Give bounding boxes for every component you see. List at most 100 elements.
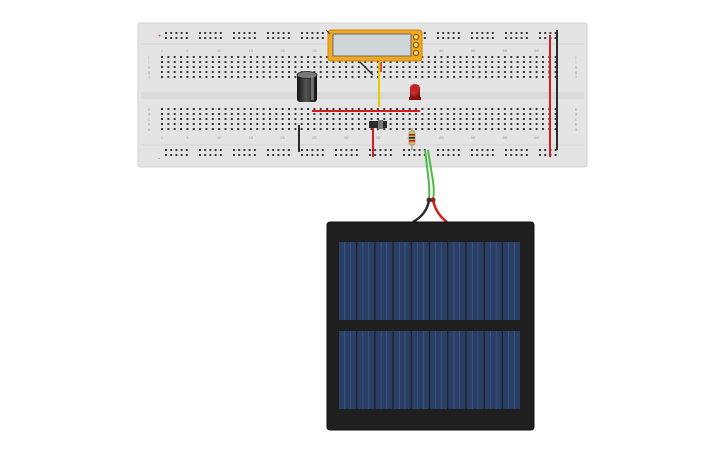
breadboard-hole[interactable] xyxy=(446,118,449,120)
breadboard-hole[interactable] xyxy=(370,108,373,110)
breadboard-hole[interactable] xyxy=(294,118,297,120)
breadboard-hole[interactable] xyxy=(205,71,208,73)
breadboard-hole[interactable] xyxy=(554,76,557,78)
breadboard-hole[interactable] xyxy=(415,113,417,115)
breadboard-hole[interactable] xyxy=(294,56,297,58)
rail-hole[interactable] xyxy=(539,149,541,151)
breadboard-hole[interactable] xyxy=(484,123,487,125)
breadboard-hole[interactable] xyxy=(415,76,417,78)
breadboard-hole[interactable] xyxy=(535,71,538,73)
breadboard-hole[interactable] xyxy=(243,61,246,63)
breadboard-hole[interactable] xyxy=(345,76,348,78)
breadboard-hole[interactable] xyxy=(313,128,316,130)
breadboard-hole[interactable] xyxy=(186,118,189,120)
breadboard-hole[interactable] xyxy=(173,71,176,73)
breadboard-hole[interactable] xyxy=(351,71,354,73)
breadboard-hole[interactable] xyxy=(192,108,195,110)
breadboard-hole[interactable] xyxy=(224,123,227,125)
breadboard-hole[interactable] xyxy=(522,118,525,120)
breadboard-hole[interactable] xyxy=(383,71,386,73)
breadboard-hole[interactable] xyxy=(389,108,392,110)
breadboard-hole[interactable] xyxy=(503,76,506,78)
red-led[interactable] xyxy=(409,84,421,100)
rail-hole[interactable] xyxy=(248,154,251,156)
breadboard-hole[interactable] xyxy=(459,128,462,130)
breadboard-hole[interactable] xyxy=(173,61,176,63)
breadboard-hole[interactable] xyxy=(262,123,265,125)
rail-hole[interactable] xyxy=(442,149,445,151)
rail-hole[interactable] xyxy=(525,149,528,151)
breadboard-hole[interactable] xyxy=(237,118,240,120)
rail-hole[interactable] xyxy=(350,149,353,151)
rail-hole[interactable] xyxy=(350,154,353,156)
rail-hole[interactable] xyxy=(442,37,445,39)
breadboard-hole[interactable] xyxy=(237,113,240,115)
breadboard-hole[interactable] xyxy=(434,113,437,115)
breadboard-hole[interactable] xyxy=(307,108,310,110)
breadboard-hole[interactable] xyxy=(345,113,348,115)
breadboard-hole[interactable] xyxy=(484,128,487,130)
rail-hole[interactable] xyxy=(282,37,285,39)
breadboard-hole[interactable] xyxy=(173,123,176,125)
breadboard-hole[interactable] xyxy=(427,128,430,130)
breadboard-hole[interactable] xyxy=(268,118,271,120)
breadboard-hole[interactable] xyxy=(319,56,322,58)
breadboard-hole[interactable] xyxy=(319,66,322,68)
breadboard-hole[interactable] xyxy=(529,61,532,63)
breadboard-hole[interactable] xyxy=(376,71,379,73)
rail-hole[interactable] xyxy=(219,32,222,34)
breadboard-hole[interactable] xyxy=(357,61,360,63)
breadboard-hole[interactable] xyxy=(345,61,348,63)
breadboard-hole[interactable] xyxy=(542,123,544,125)
breadboard-hole[interactable] xyxy=(446,128,449,130)
breadboard-hole[interactable] xyxy=(535,113,538,115)
breadboard-hole[interactable] xyxy=(300,123,303,125)
rail-hole[interactable] xyxy=(539,37,541,39)
breadboard-hole[interactable] xyxy=(211,108,214,110)
breadboard-hole[interactable] xyxy=(542,118,544,120)
breadboard-hole[interactable] xyxy=(307,118,310,120)
breadboard-hole[interactable] xyxy=(275,61,278,63)
breadboard-hole[interactable] xyxy=(408,128,411,130)
rail-hole[interactable] xyxy=(282,32,285,34)
breadboard-hole[interactable] xyxy=(205,123,208,125)
breadboard-hole[interactable] xyxy=(161,118,163,120)
breadboard-hole[interactable] xyxy=(180,71,183,73)
rail-hole[interactable] xyxy=(452,149,455,151)
rail-hole[interactable] xyxy=(170,37,173,39)
breadboard-hole[interactable] xyxy=(351,76,354,78)
breadboard-hole[interactable] xyxy=(453,66,456,68)
rail-hole[interactable] xyxy=(301,149,303,151)
breadboard-hole[interactable] xyxy=(497,128,500,130)
breadboard-hole[interactable] xyxy=(211,118,214,120)
solar-panel[interactable] xyxy=(326,221,535,431)
breadboard-hole[interactable] xyxy=(542,56,544,58)
rail-hole[interactable] xyxy=(175,37,178,39)
breadboard-hole[interactable] xyxy=(510,118,513,120)
breadboard-hole[interactable] xyxy=(237,123,240,125)
breadboard-hole[interactable] xyxy=(211,56,214,58)
breadboard-hole[interactable] xyxy=(478,71,481,73)
rail-hole[interactable] xyxy=(165,37,167,39)
rail-hole[interactable] xyxy=(287,32,290,34)
breadboard-hole[interactable] xyxy=(161,66,163,68)
breadboard-hole[interactable] xyxy=(351,108,354,110)
breadboard-hole[interactable] xyxy=(434,123,437,125)
breadboard-hole[interactable] xyxy=(300,61,303,63)
rail-hole[interactable] xyxy=(515,32,518,34)
breadboard-hole[interactable] xyxy=(256,56,259,58)
breadboard-hole[interactable] xyxy=(440,108,443,110)
rail-hole[interactable] xyxy=(170,149,173,151)
breadboard-hole[interactable] xyxy=(427,76,430,78)
lcd-display[interactable] xyxy=(325,29,423,62)
breadboard-hole[interactable] xyxy=(173,76,176,78)
breadboard-hole[interactable] xyxy=(351,61,354,63)
breadboard-hole[interactable] xyxy=(434,61,437,63)
breadboard-hole[interactable] xyxy=(516,118,519,120)
breadboard-hole[interactable] xyxy=(275,113,278,115)
rail-hole[interactable] xyxy=(505,37,507,39)
breadboard-hole[interactable] xyxy=(345,118,348,120)
breadboard-hole[interactable] xyxy=(319,76,322,78)
breadboard-hole[interactable] xyxy=(161,61,163,63)
breadboard-hole[interactable] xyxy=(281,76,284,78)
